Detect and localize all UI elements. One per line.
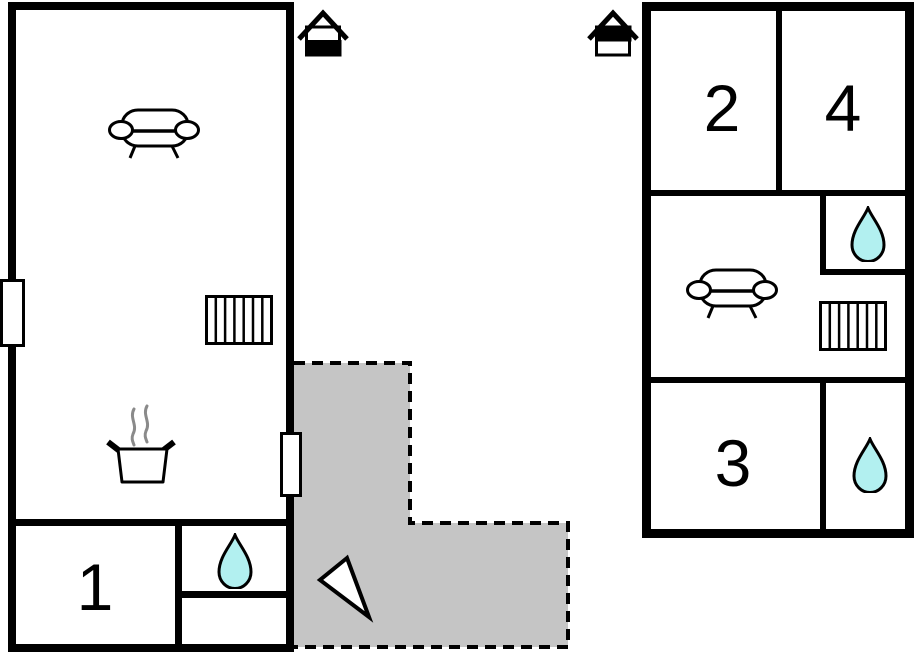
wall-bathroom-upper-bottom — [820, 269, 908, 275]
upper-floor-outline — [642, 2, 914, 538]
terrace-dashed-border — [294, 361, 570, 649]
wall-bathroom-upper-left — [820, 194, 826, 274]
wall-room1-right — [175, 519, 182, 646]
water-drop-icon — [217, 533, 253, 589]
room-3-number: 3 — [714, 426, 752, 500]
terrace-gray-fill — [294, 363, 568, 647]
wall-room3-right — [820, 381, 826, 531]
upper-floor-house-icon — [587, 9, 639, 57]
sofa-icon — [686, 268, 778, 320]
door-to-terrace — [280, 432, 302, 497]
radiator-icon — [819, 301, 887, 351]
room-4-number: 4 — [824, 71, 862, 145]
steam-line — [130, 407, 137, 447]
sofa-icon — [108, 108, 200, 160]
water-drop-icon — [852, 437, 888, 493]
room-2-number: 2 — [703, 71, 741, 145]
wall-bedrooms-bottom — [649, 190, 907, 196]
direction-arrow-icon — [316, 554, 374, 623]
ground-floor-house-icon — [297, 9, 349, 57]
wall-bathroom-bottom — [175, 591, 288, 598]
cooking-pot-icon — [106, 404, 176, 484]
wall-lounge-bottom — [649, 377, 907, 383]
wall-room1-top — [14, 519, 288, 526]
radiator-icon — [205, 295, 273, 345]
wall-room2-room4 — [776, 9, 782, 195]
steam-line — [143, 404, 150, 444]
water-drop-icon — [850, 206, 886, 262]
room-1-number: 1 — [76, 550, 114, 624]
window-left-wall — [0, 279, 25, 347]
